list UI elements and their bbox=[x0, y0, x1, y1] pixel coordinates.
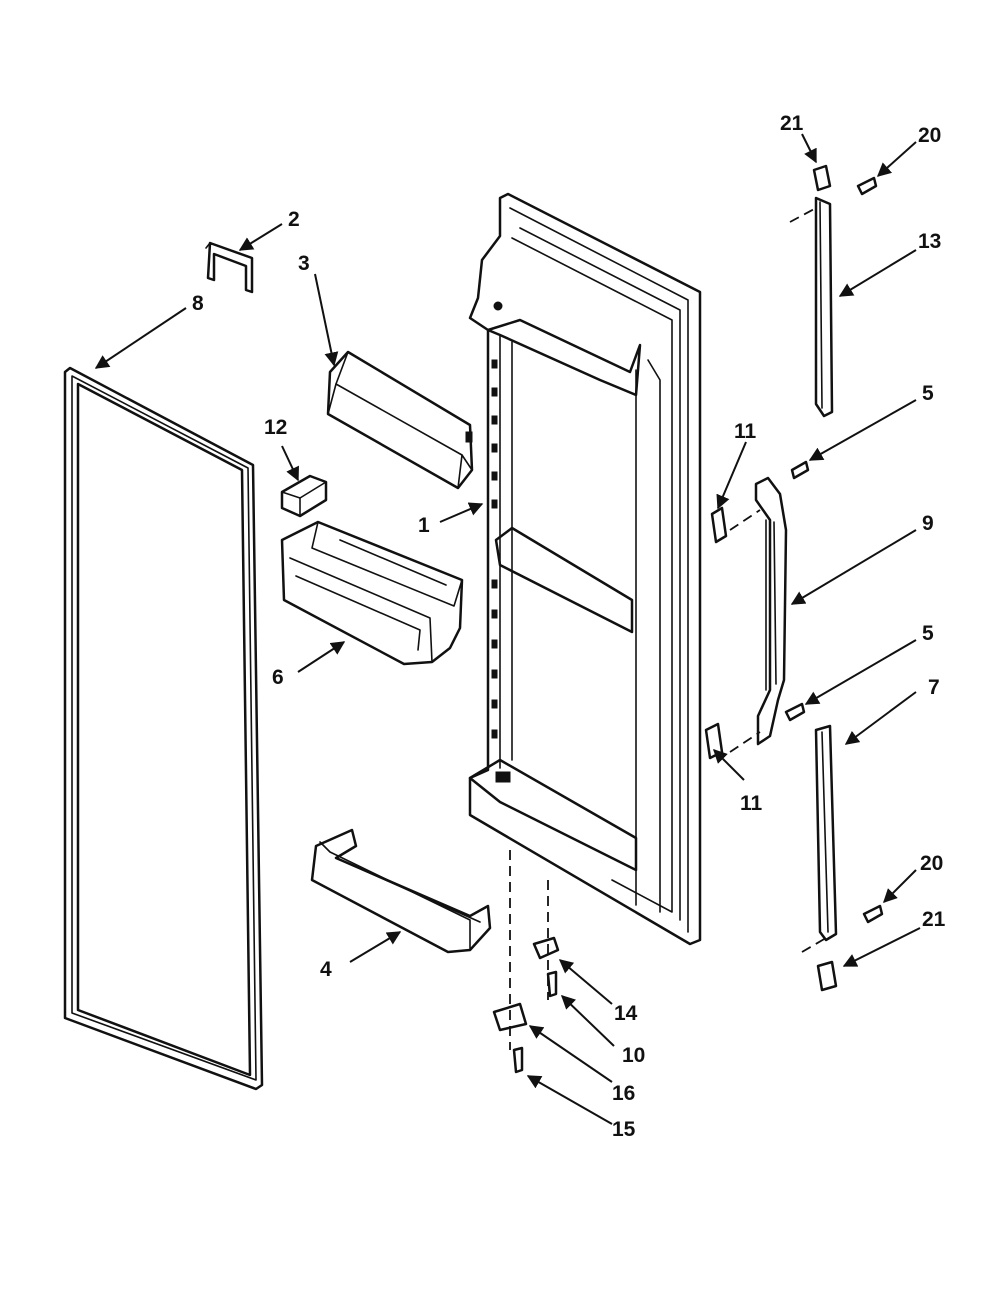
alignment-line-handle-bottom bbox=[729, 731, 761, 753]
callout-label-5-top: 5 bbox=[922, 382, 934, 405]
callout-label-7: 7 bbox=[928, 676, 940, 699]
callout-label-21-bottom: 21 bbox=[922, 908, 946, 931]
upper-trim-part bbox=[814, 196, 834, 418]
door-bin-part bbox=[310, 828, 492, 954]
hinge-bracket-part bbox=[492, 1002, 528, 1032]
callout-label-15: 15 bbox=[612, 1118, 636, 1141]
callout-label-3: 3 bbox=[298, 252, 310, 275]
handle-cover-bottom bbox=[704, 722, 724, 760]
callout-label-6: 6 bbox=[272, 666, 284, 689]
hinge-pin-part bbox=[546, 970, 558, 998]
callout-label-9: 9 bbox=[922, 512, 934, 535]
upper-screw-part bbox=[856, 176, 878, 196]
callout-label-20-top: 20 bbox=[918, 124, 941, 147]
callout-label-10: 10 bbox=[622, 1044, 645, 1067]
callout-label-8: 8 bbox=[192, 292, 204, 315]
alignment-line-lower-trim bbox=[801, 937, 827, 953]
hinge-screw-part bbox=[512, 1046, 524, 1074]
alignment-line-upper-trim bbox=[789, 207, 817, 223]
bracket-part bbox=[205, 241, 254, 294]
callout-label-2: 2 bbox=[288, 208, 300, 231]
lower-trim-cap-part bbox=[816, 960, 838, 992]
callout-label-16: 16 bbox=[612, 1082, 635, 1105]
callout-label-12: 12 bbox=[264, 416, 287, 439]
handle-screw-top bbox=[790, 460, 810, 480]
callout-label-13: 13 bbox=[918, 230, 941, 253]
shelf-hole-row bbox=[491, 359, 498, 739]
hinge-bushing-part bbox=[532, 936, 560, 960]
door-liner-part bbox=[468, 192, 702, 946]
alignment-line-handle-top bbox=[729, 509, 761, 531]
callout-label-14: 14 bbox=[614, 1002, 638, 1025]
callout-label-1: 1 bbox=[418, 514, 430, 537]
callout-label-11-top: 11 bbox=[734, 420, 757, 443]
upper-trim-cap-part bbox=[812, 164, 832, 192]
handle-cover-top bbox=[710, 506, 728, 544]
clip-part bbox=[280, 474, 328, 518]
lower-screw-part bbox=[862, 904, 884, 924]
lower-trim-part bbox=[814, 724, 838, 942]
callout-label-20-bottom: 20 bbox=[920, 852, 943, 875]
dairy-bin-part bbox=[280, 520, 464, 666]
leader-lines bbox=[94, 133, 921, 1125]
callout-label-5-bottom: 5 bbox=[922, 622, 934, 645]
callout-label-4: 4 bbox=[320, 958, 332, 981]
dairy-door-part bbox=[326, 350, 474, 490]
callout-label-11-bottom: 11 bbox=[740, 792, 763, 815]
handle-part bbox=[754, 476, 788, 746]
handle-screw-bottom bbox=[784, 702, 806, 722]
callout-label-21-top: 21 bbox=[780, 112, 804, 135]
door-gasket-part bbox=[63, 366, 264, 1091]
